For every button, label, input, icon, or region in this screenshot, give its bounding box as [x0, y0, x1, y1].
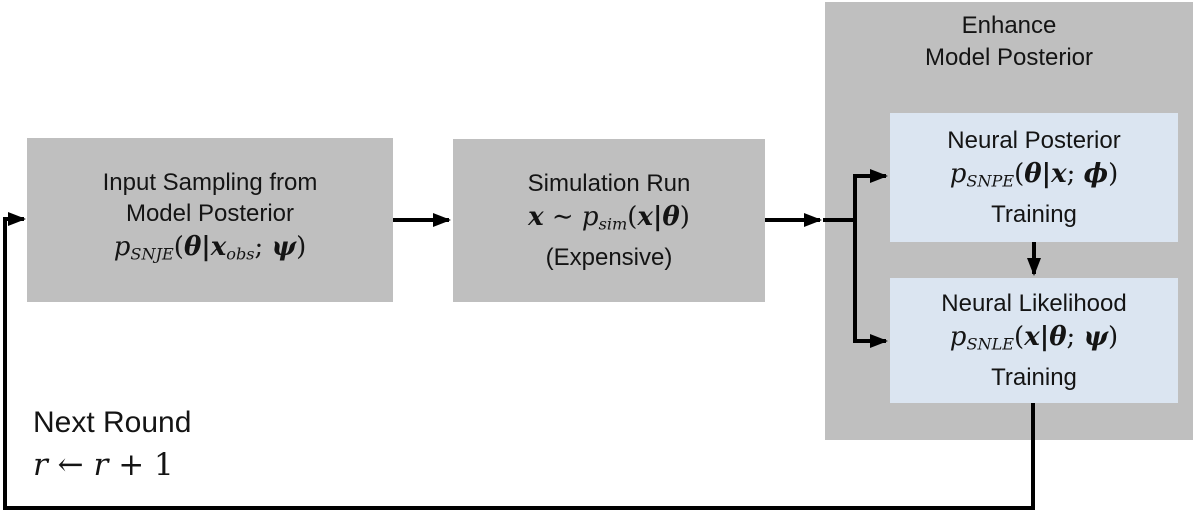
enhance-title-line2: Model Posterior: [924, 44, 1094, 71]
node-simulation-line1: Simulation Run: [527, 169, 691, 197]
next-round-formula: r ← r + 1: [33, 447, 174, 483]
node-neural-likelihood-formula: pSNLE(x|θ; ψ): [949, 321, 1119, 354]
node-simulation-formula: x ∼ psim(x|θ): [528, 201, 690, 234]
node-simulation-line3: (Expensive): [545, 244, 673, 272]
node-neural-posterior-line3: Training: [991, 201, 1077, 229]
node-enhance-model-posterior: Enhance Model Posterior Neural Posterior…: [825, 2, 1193, 440]
node-neural-likelihood-line1: Neural Likelihood: [941, 289, 1127, 317]
node-neural-likelihood-line3: Training: [991, 364, 1077, 392]
enhance-title: Enhance Model Posterior: [825, 10, 1193, 74]
next-round-label: Next Round: [33, 406, 192, 439]
node-input-sampling-formula: pSNJE(θ|xobs; ψ): [113, 232, 307, 264]
node-neural-posterior-formula: pSNPE(θ|x; ϕ): [949, 158, 1119, 191]
node-input-sampling-line1: Input Sampling from: [102, 169, 318, 197]
enhance-title-line1: Enhance: [961, 12, 1057, 39]
node-input-sampling-line2: Model Posterior: [125, 200, 295, 228]
next-round-annotation: Next Round r ← r + 1: [33, 403, 191, 487]
node-simulation-run: Simulation Run x ∼ psim(x|θ) (Expensive): [453, 139, 765, 302]
node-neural-posterior-line1: Neural Posterior: [947, 126, 1121, 154]
node-neural-likelihood: Neural Likelihood pSNLE(x|θ; ψ) Training: [890, 278, 1178, 403]
node-neural-posterior: Neural Posterior pSNPE(θ|x; ϕ) Training: [890, 113, 1178, 242]
node-input-sampling: Input Sampling from Model Posterior pSNJ…: [27, 138, 393, 302]
